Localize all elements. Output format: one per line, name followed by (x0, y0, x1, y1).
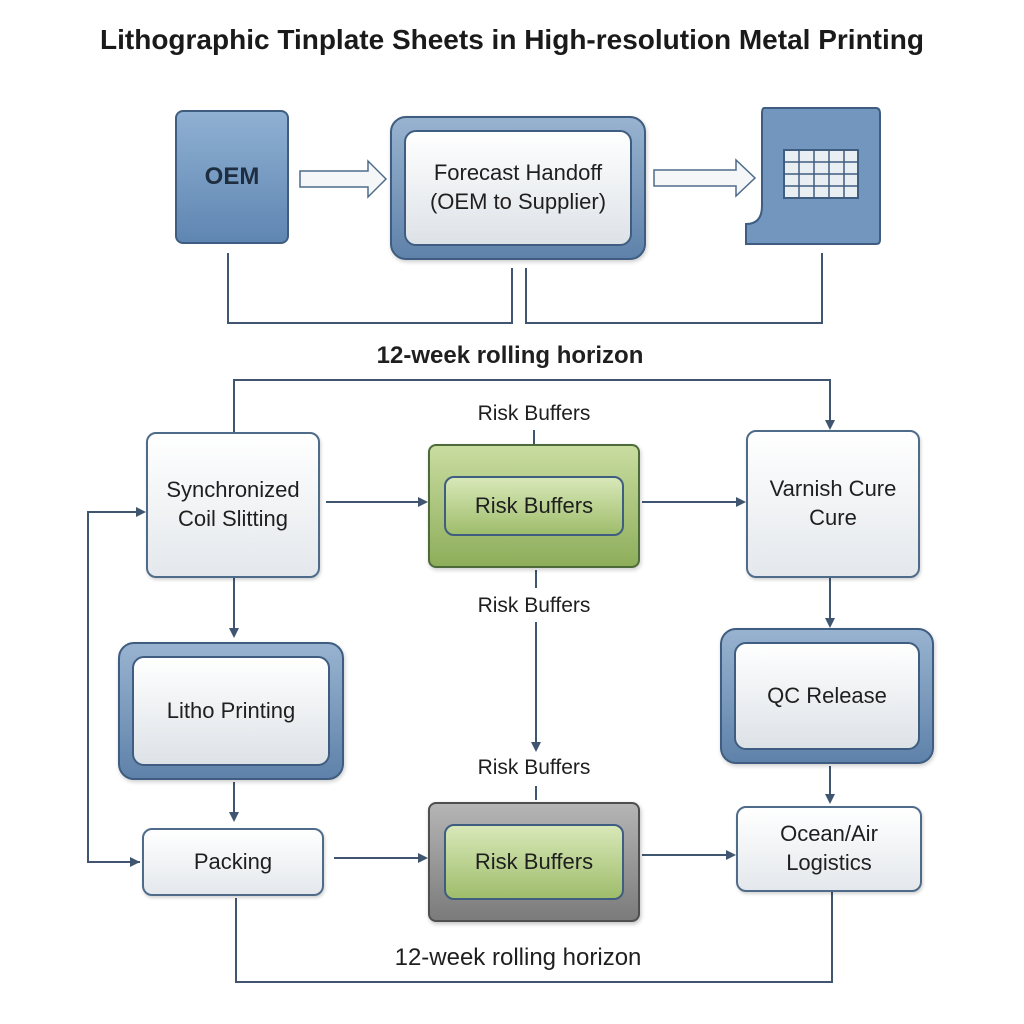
node-litho-printing: Litho Printing (118, 642, 344, 780)
node-packing: Packing (142, 828, 324, 896)
buffer-lower-label: Risk Buffers (477, 756, 591, 779)
top-bracket-right (525, 253, 823, 324)
node-risk-buffers-bottom: Risk Buffers (428, 802, 640, 922)
node-varnish-line-2: Cure (809, 505, 857, 530)
node-coil-line-2: Coil Slitting (177, 506, 289, 531)
horizon-bottom-line (235, 892, 833, 983)
node-varnish-cure: Varnish Cure Cure (746, 430, 920, 578)
spreadsheet-document (745, 107, 881, 245)
buffer-below-label: Risk Buffers (477, 594, 591, 617)
node-ocean-air-logistics: Ocean/Air Logistics (736, 806, 922, 892)
node-litho-printing-inner: Litho Printing (132, 656, 330, 766)
node-forecast-line-2: (OEM to Supplier) (429, 189, 607, 214)
node-risk-buffers-bottom-label: Risk Buffers (474, 848, 594, 874)
node-qc-label: QC Release (767, 682, 887, 708)
horizon-bottom-label: 12-week rolling horizon (394, 944, 642, 971)
node-forecast-line-1: Forecast Handoff (433, 160, 603, 186)
spreadsheet-icon (783, 149, 859, 199)
node-risk-buffers-top: Risk Buffers (428, 444, 640, 568)
horizon-top-line (233, 379, 835, 432)
node-oem-label: OEM (204, 163, 260, 191)
top-bracket-left (227, 253, 513, 324)
block-arrow-forecast-to-sheet (653, 158, 757, 198)
node-qc-release: QC Release (720, 628, 934, 764)
node-logistics-line-2: Logistics (786, 850, 872, 875)
node-coil-slitting: Synchronized Coil Slitting (146, 432, 320, 578)
node-risk-buffers-top-label: Risk Buffers (474, 492, 594, 518)
node-packing-label: Packing (193, 848, 273, 874)
buffer-above-label: Risk Buffers (477, 402, 591, 425)
diagram-title: Lithographic Tinplate Sheets in High-res… (100, 24, 924, 55)
node-litho-label: Litho Printing (166, 697, 296, 723)
node-logistics-line-1: Ocean/Air (780, 821, 878, 847)
node-coil-line-1: Synchronized (166, 477, 300, 503)
node-forecast-handoff: Forecast Handoff (OEM to Supplier) (390, 116, 646, 260)
node-oem: OEM (175, 110, 289, 244)
node-qc-release-inner: QC Release (734, 642, 920, 750)
block-arrow-oem-to-forecast (299, 159, 388, 199)
node-risk-buffers-bottom-inner: Risk Buffers (444, 824, 624, 900)
node-forecast-handoff-inner: Forecast Handoff (OEM to Supplier) (404, 130, 632, 246)
node-risk-buffers-top-inner: Risk Buffers (444, 476, 624, 536)
horizon-top-label: 12-week rolling horizon (376, 342, 644, 369)
node-varnish-line-1: Varnish Cure (769, 476, 897, 502)
